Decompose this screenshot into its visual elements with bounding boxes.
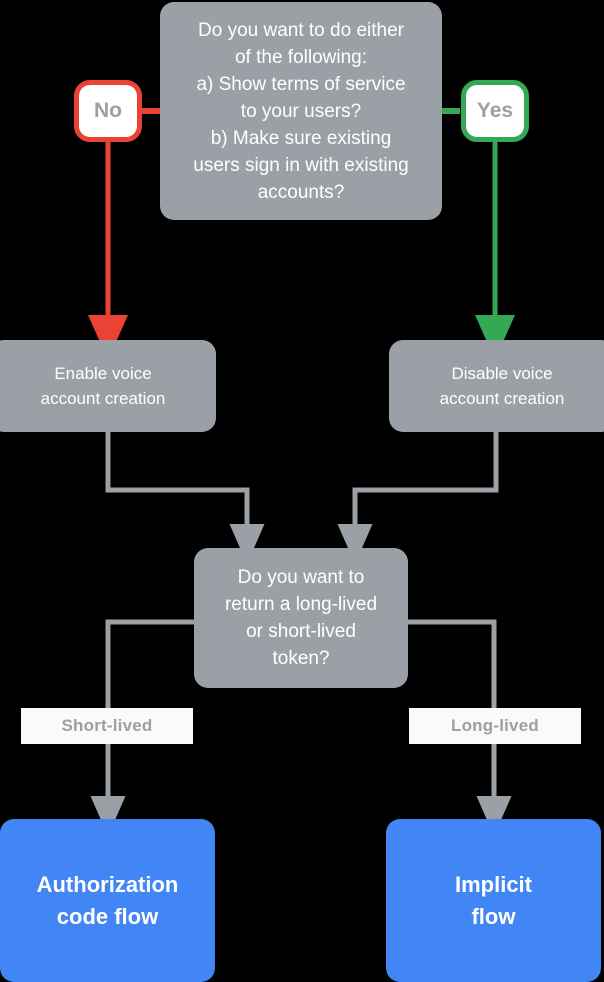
terminal-node-implicit-text: Implicit flow — [454, 871, 532, 929]
connector-disable-to-token — [337, 432, 499, 564]
terminal-node-implicit-flow: Implicit flow — [386, 819, 601, 982]
option-no-label: No — [94, 99, 122, 122]
decision-node-terms-or-existing-accounts: Do you want to do either of the followin… — [160, 2, 442, 220]
edge-label-long-lived-text: Long-lived — [451, 716, 539, 735]
terminal-node-authorization-code-flow: Authorization code flow — [0, 819, 215, 982]
action-node-enable-voice-account-creation: Enable voice account creation — [0, 340, 216, 432]
option-yes-label: Yes — [476, 99, 514, 122]
action-node-enable-text: Enable voice account creation — [40, 364, 166, 408]
terminal-node-authorization-text: Authorization code flow — [36, 871, 179, 929]
option-no-button[interactable]: No — [74, 80, 142, 142]
decision-node-token-lifetime: Do you want to return a long-lived or sh… — [194, 548, 408, 688]
action-node-disable-voice-account-creation: Disable voice account creation — [389, 340, 604, 432]
decision-node-terms-text: Do you want to do either of the followin… — [193, 19, 409, 203]
edge-label-short-lived-text: Short-lived — [61, 716, 153, 735]
decision-node-token-text: Do you want to return a long-lived or sh… — [224, 567, 378, 669]
edge-label-short-lived: Short-lived — [21, 708, 193, 744]
option-yes-button[interactable]: Yes — [461, 80, 529, 142]
edge-label-long-lived: Long-lived — [409, 708, 581, 744]
action-node-disable-text: Disable voice account creation — [439, 364, 565, 408]
connector-enable-to-token — [105, 432, 265, 564]
